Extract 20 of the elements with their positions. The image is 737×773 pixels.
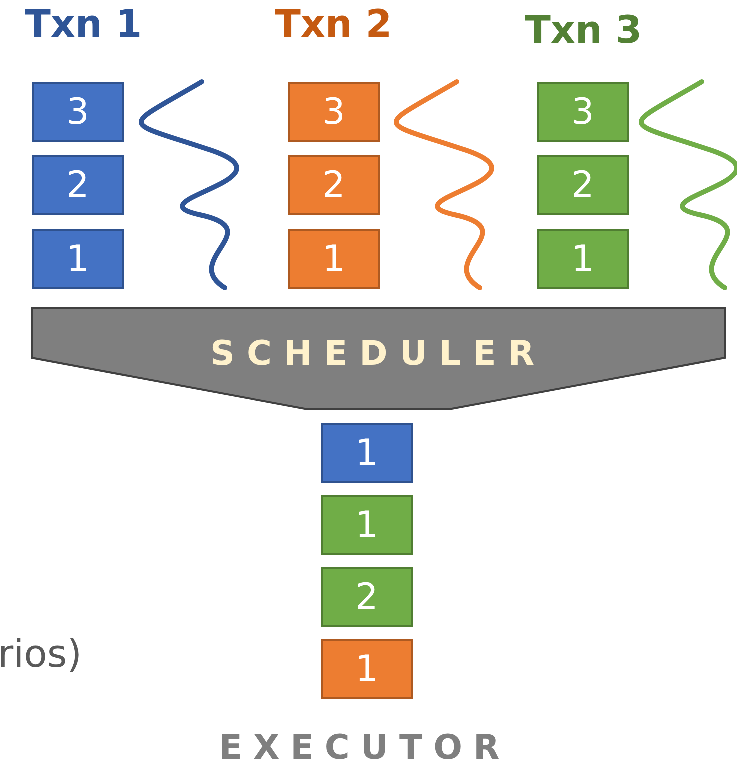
step-block: 2 [288,155,380,215]
step-block: 1 [321,639,413,699]
step-block: 2 [537,155,629,215]
step-block: 3 [288,82,380,142]
step-block: 1 [537,229,629,289]
step-block: 2 [32,155,124,215]
group-heading: Txn 1 [25,2,142,46]
text-fragment: rios) [0,632,82,676]
scheduler-funnel [30,306,727,412]
step-block: 2 [321,567,413,627]
stage-title: EXECUTOR [218,728,512,768]
step-block: 1 [321,495,413,555]
stage-title: SCHEDULER [209,334,548,374]
step-block: 3 [32,82,124,142]
step-block: 1 [321,423,413,483]
group-heading: Txn 2 [275,2,392,46]
group-heading: Txn 3 [525,8,642,52]
step-block: 1 [32,229,124,289]
step-block: 1 [288,229,380,289]
step-block: 3 [537,82,629,142]
